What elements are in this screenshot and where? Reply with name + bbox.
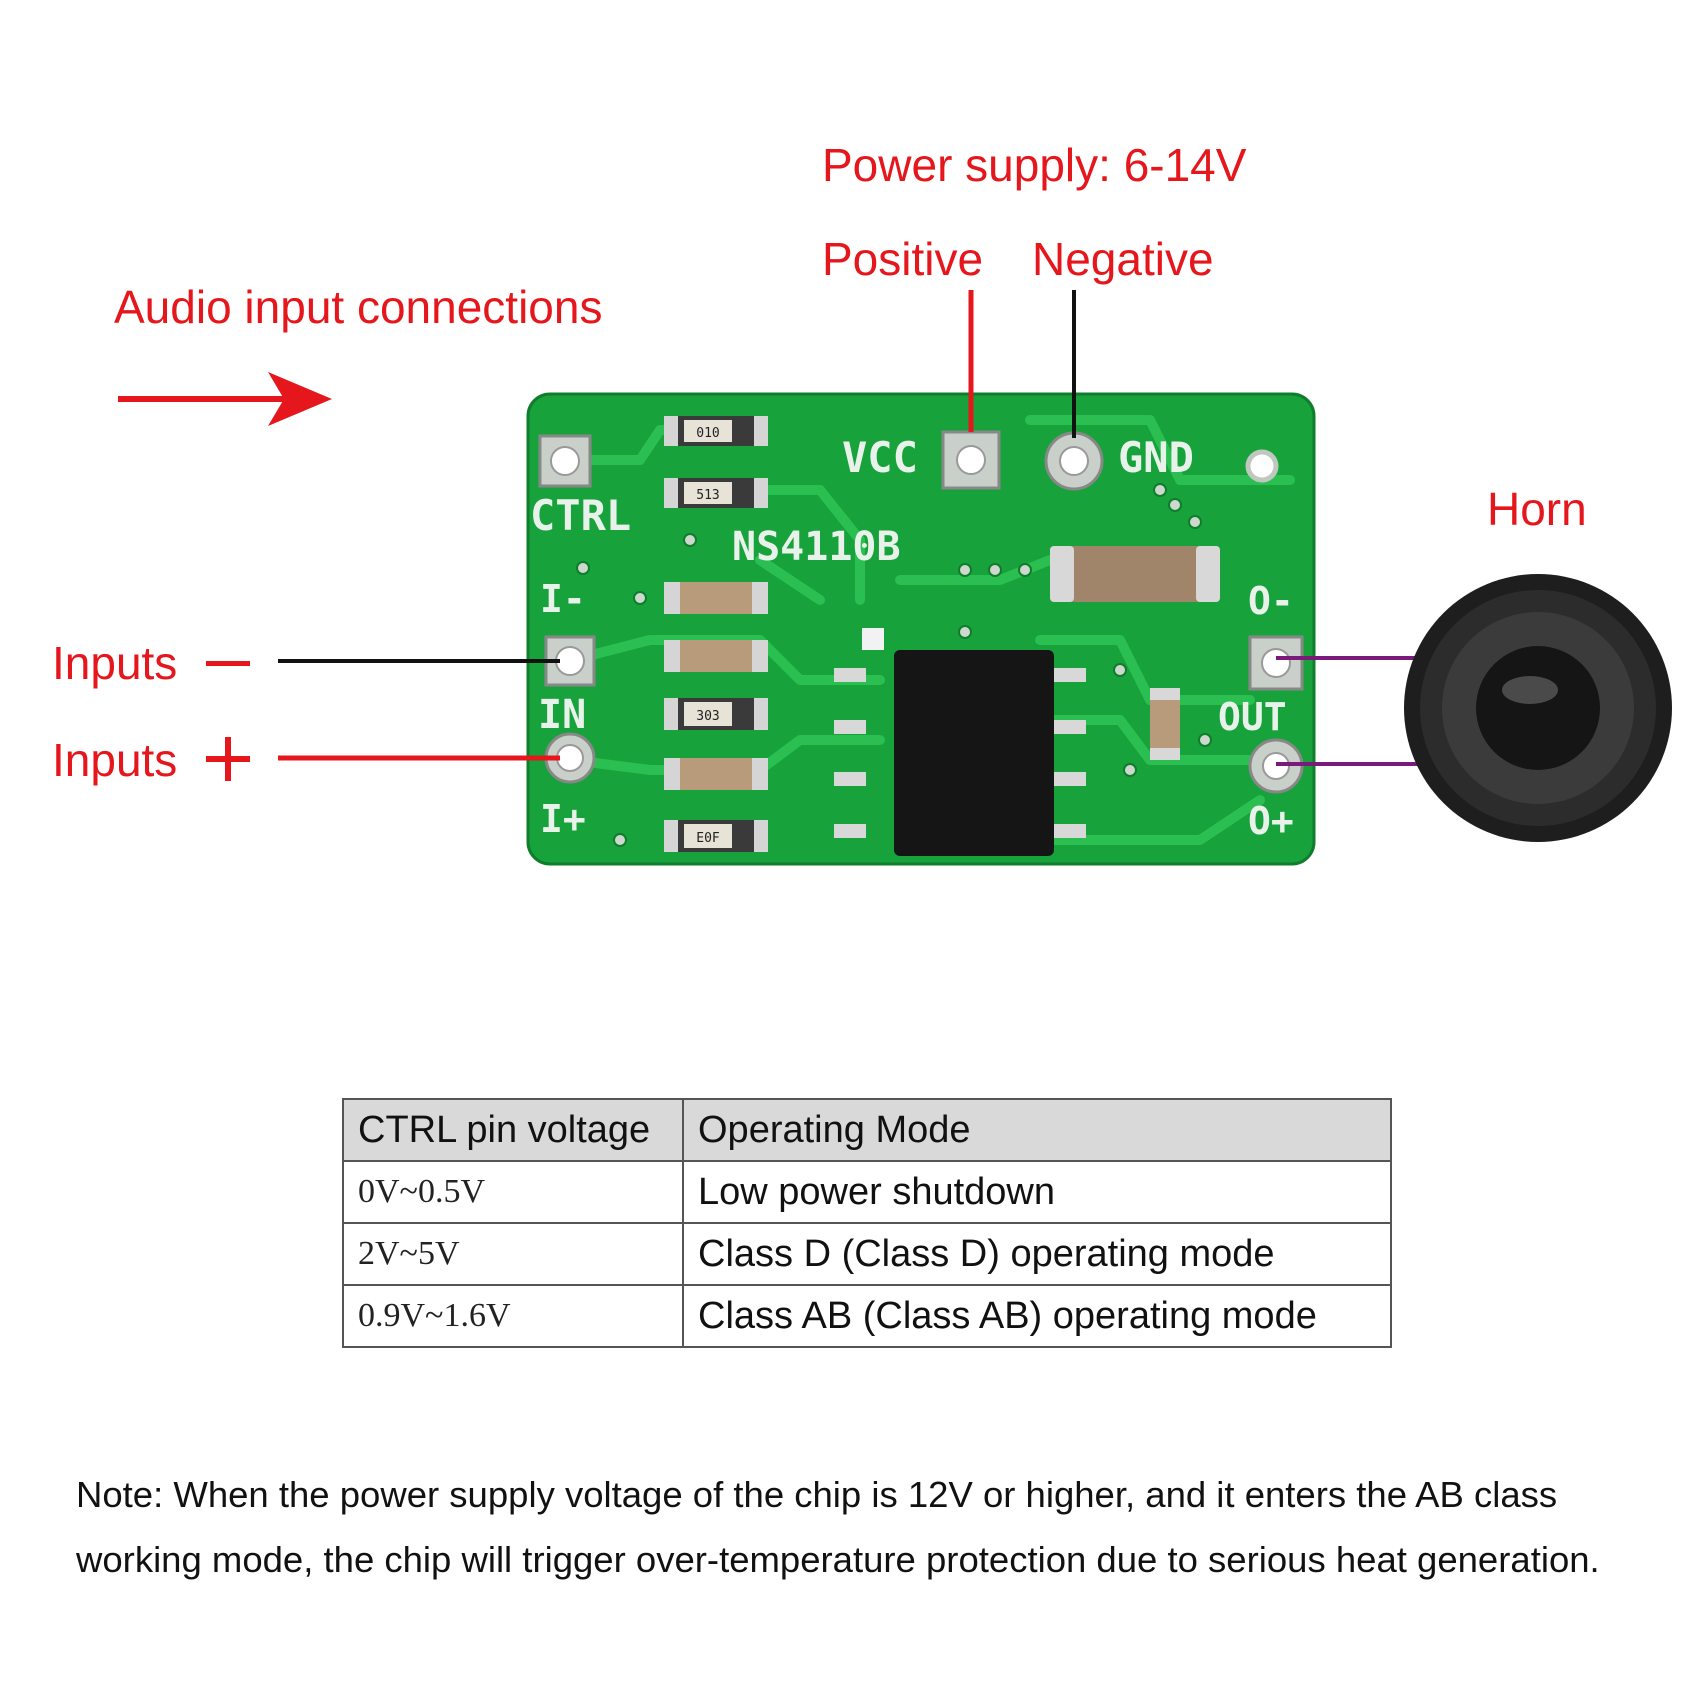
capacitor-c2: [664, 640, 768, 672]
pcb-i-minus-label: I-: [540, 577, 586, 621]
horn-label: Horn: [1487, 483, 1587, 535]
capacitor-large: [1050, 546, 1220, 602]
table-row: 0V~0.5V Low power shutdown: [342, 1160, 1392, 1224]
amplifier-board-diagram: 010 513 303 E0F: [118, 290, 1672, 866]
pcb-vcc-label: VCC: [842, 433, 918, 482]
resistor-r2-code: 513: [696, 488, 719, 503]
power-supply-label: Power supply: 6-14V: [822, 139, 1247, 191]
pcb-vias: [576, 483, 1212, 847]
pcb-in-label: IN: [538, 692, 586, 738]
capacitor-c3: [664, 758, 768, 790]
audio-input-label: Audio input connections: [114, 281, 603, 333]
pcb-i-plus-label: I+: [540, 797, 586, 841]
capacitor-c1: [664, 582, 768, 614]
vcc-pad: [941, 430, 1001, 490]
resistor-r1-code: 010: [696, 426, 719, 441]
note-text: Note: When the power supply voltage of t…: [76, 1474, 1600, 1580]
table-cell-mode: Low power shutdown: [682, 1160, 1392, 1224]
inputs-minus-label: Inputs: [52, 637, 178, 689]
pcb-o-plus-label: O+: [1248, 799, 1294, 843]
pcb-ctrl-label: CTRL: [530, 491, 631, 540]
ctrl-mode-table: CTRL pin voltage Operating Mode 0V~0.5V …: [342, 1098, 1392, 1348]
plus-sign: [206, 737, 250, 781]
table-header-ctrl-voltage: CTRL pin voltage: [342, 1098, 684, 1162]
resistor-r3: [664, 698, 768, 730]
table-header-operating-mode: Operating Mode: [682, 1098, 1392, 1162]
table-cell-voltage: 0V~0.5V: [342, 1160, 684, 1224]
table-cell-voltage: 0.9V~1.6V: [342, 1284, 684, 1348]
pcb-out-label: OUT: [1218, 695, 1287, 739]
gnd-pad: [1044, 431, 1104, 491]
table-cell-mode: Class D (Class D) operating mode: [682, 1222, 1392, 1286]
table-cell-voltage: 2V~5V: [342, 1222, 684, 1286]
capacitor-small-out: [1150, 688, 1180, 760]
table-header-row: CTRL pin voltage Operating Mode: [342, 1098, 1392, 1162]
horn-speaker: [1404, 574, 1672, 842]
pcb-board: [528, 394, 1314, 864]
amplifier-ic-chip: [834, 628, 1086, 856]
negative-label: Negative: [1032, 233, 1214, 285]
audio-input-arrow: [118, 372, 332, 426]
ctrl-pad: [538, 434, 592, 488]
minus-sign: [206, 661, 250, 666]
table-row: 0.9V~1.6V Class AB (Class AB) operating …: [342, 1284, 1392, 1348]
resistor-r2: [664, 478, 768, 508]
resistor-r4: [664, 820, 768, 852]
mounting-hole: [1245, 449, 1279, 483]
resistor-r4-code: E0F: [696, 831, 720, 846]
pcb-gnd-label: GND: [1118, 433, 1194, 482]
out-minus-pad: [1248, 635, 1304, 691]
pcb-o-minus-label: O-: [1248, 579, 1294, 623]
resistor-r3-code: 303: [696, 709, 719, 724]
table-cell-mode: Class AB (Class AB) operating mode: [682, 1284, 1392, 1348]
table-row: 2V~5V Class D (Class D) operating mode: [342, 1222, 1392, 1286]
inputs-plus-label: Inputs: [52, 734, 178, 786]
positive-label: Positive: [822, 233, 984, 285]
resistor-r1: [664, 416, 768, 446]
pcb-chip-name: NS4110B: [732, 524, 901, 570]
